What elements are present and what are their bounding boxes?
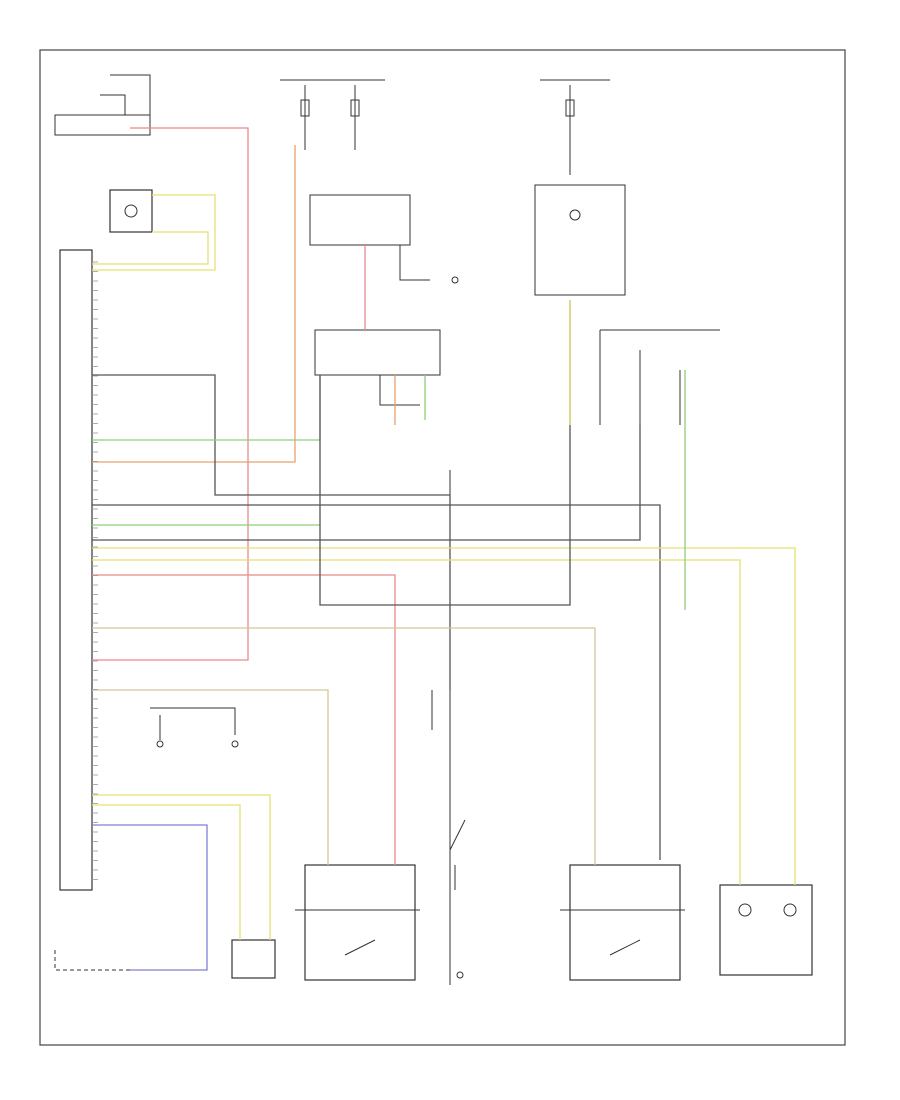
left-front-sensor-switch (344, 939, 376, 956)
wires (92, 127, 796, 971)
wire-tan-14 (92, 689, 329, 865)
right-front-sensor-switch (609, 939, 641, 956)
right-top-box (534, 184, 626, 296)
wire-gray-12 (319, 300, 571, 606)
center-switch-details (431, 690, 456, 890)
wire-yellow-9 (92, 547, 796, 885)
passenger-indicator-box (719, 884, 813, 976)
wire-green-5 (92, 375, 321, 441)
center-ground-point (456, 971, 464, 979)
ecm-feed-wires (100, 74, 151, 115)
wire-yellow-16 (92, 804, 241, 940)
engine-control-module-box (54, 114, 151, 136)
bottom-left-bracket (54, 950, 205, 971)
wire-yellow-2 (92, 194, 216, 271)
wire-yellow-10 (92, 559, 741, 885)
right-switch-wires (599, 330, 681, 425)
wire-gray-8 (92, 425, 641, 541)
fuse-center-icon (350, 99, 360, 117)
components (54, 74, 813, 985)
top-fuse-wires (304, 85, 356, 150)
ground-point-left (156, 740, 164, 748)
wire-gray-4 (92, 374, 451, 690)
right-top-indicator-icon (569, 209, 581, 221)
seat-belt-tensioner-box (109, 189, 153, 233)
top-connector-block (309, 194, 411, 246)
wire-red-0 (92, 127, 249, 661)
seat-belt-sensor-box (231, 939, 276, 979)
passenger-ground-wire (379, 375, 420, 406)
right-front-sensor-box (569, 864, 681, 981)
wire-red-11 (92, 574, 396, 865)
wire-blue-17 (92, 824, 208, 971)
center-switch-contact (449, 819, 466, 851)
main-module-box (59, 249, 93, 891)
fuse-right-icon (565, 99, 575, 117)
tensioner-motor-icon (124, 204, 138, 218)
wire-gray-6 (92, 504, 661, 860)
indicator-lamp-icon-2 (783, 903, 797, 917)
module-ground-wires (150, 707, 236, 740)
ground-wire-mid (399, 245, 430, 281)
left-front-sensor-box (304, 864, 416, 981)
wire-yellow-3 (92, 231, 209, 265)
wire-yellow-15 (92, 794, 271, 940)
ground-point-mid (451, 276, 459, 284)
indicator-lamp-icon (738, 903, 752, 917)
passenger-connector-block (314, 329, 441, 376)
wire-orange-1 (92, 145, 296, 463)
diagram-frame (39, 49, 846, 1046)
module-pins (92, 261, 98, 880)
ground-point-right (231, 740, 239, 748)
fuse-left-icon (300, 99, 310, 117)
wire-tan-13 (92, 627, 596, 865)
